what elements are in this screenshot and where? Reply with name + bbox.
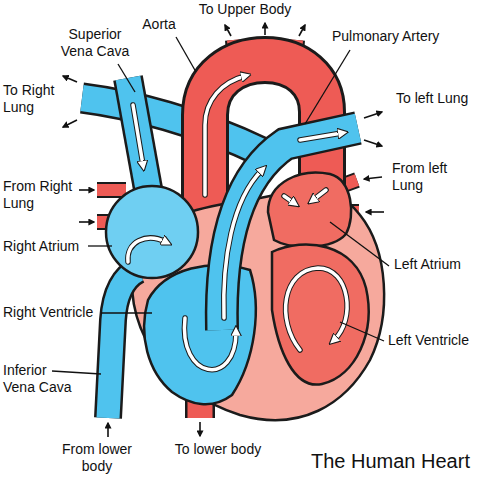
direction-arrow [199, 422, 201, 436]
vein-fill [97, 184, 126, 196]
part-label: To Upper Body [178, 1, 312, 18]
vessel-fill [128, 78, 150, 200]
right-atrium-chamber [106, 186, 198, 278]
flow-outline [133, 105, 143, 165]
vessel-outline [108, 270, 138, 418]
direction-arrow [225, 25, 231, 36]
direction-arrow [366, 211, 384, 213]
flow-outline [300, 133, 342, 140]
flow-outline [184, 318, 236, 370]
vessel-outline [222, 128, 358, 330]
pulmonary-branch [82, 98, 262, 152]
flow-arrow [313, 190, 326, 200]
flow-arrow [300, 133, 342, 140]
part-label: From Right Lung [3, 178, 79, 212]
vessel-fill [222, 128, 358, 330]
part-label: To left Lung [396, 90, 476, 107]
flow-outline [128, 238, 166, 262]
pulmonary-trunk [222, 128, 358, 330]
flow-arrow [284, 196, 294, 203]
leader-lines [52, 37, 389, 374]
leader-line [101, 312, 152, 313]
leader-line [52, 371, 101, 374]
vessel-fill [108, 270, 138, 418]
diagram-title: The Human Heart [311, 449, 477, 473]
part-label: Superior Vena Cava [55, 26, 135, 60]
part-label: From left Lung [392, 160, 472, 194]
direction-arrow [364, 112, 382, 118]
part-label: Right Ventricle [3, 304, 100, 321]
flow-arrow [184, 318, 236, 370]
left-ventricle-chamber [272, 244, 369, 384]
leader-line [118, 64, 135, 92]
left-atrium-chamber [268, 173, 351, 247]
direction-arrow [364, 140, 382, 146]
part-label: Left Ventricle [388, 332, 476, 349]
leader-line [176, 37, 196, 72]
leader-line [88, 245, 112, 246]
vessel-outline [128, 78, 150, 200]
direction-arrow [107, 423, 109, 437]
direction-arrow [63, 76, 77, 82]
flow-outline [286, 268, 347, 350]
direction-arrow [63, 120, 77, 127]
direction-arrow [79, 189, 94, 191]
part-label: Left Atrium [394, 256, 474, 273]
flow-arrow [133, 105, 143, 165]
flow-arrow [224, 170, 262, 318]
direction-arrow [264, 23, 266, 35]
leader-line [330, 222, 389, 266]
vessel-outline [82, 98, 262, 152]
flow-arrow [128, 238, 166, 262]
flow-outline [284, 196, 294, 203]
direction-arrows [63, 23, 384, 437]
leader-line [340, 322, 384, 341]
direction-arrow [79, 221, 94, 223]
inferior-vena-cava [108, 270, 138, 418]
vein-outline [97, 182, 126, 198]
part-label: From lower body [52, 441, 142, 475]
flow-outline [224, 170, 262, 318]
part-label: Inferior Vena Cava [3, 362, 77, 396]
direction-arrow [364, 177, 382, 179]
flow-arrow [205, 76, 245, 195]
superior-vena-cava [128, 78, 150, 200]
part-label: To Right Lung [3, 82, 65, 116]
part-label: Pulmonary Artery [332, 28, 464, 45]
flow-outline [205, 76, 245, 195]
flow-arrows [128, 76, 347, 370]
part-label: To lower body [160, 441, 276, 458]
flow-outline [313, 190, 326, 200]
part-label: Right Atrium [3, 238, 87, 255]
vessel-fill [82, 98, 262, 152]
flow-arrow [286, 268, 347, 350]
leader-line [305, 50, 350, 124]
direction-arrow [299, 25, 305, 36]
part-label: Aorta [134, 16, 184, 33]
